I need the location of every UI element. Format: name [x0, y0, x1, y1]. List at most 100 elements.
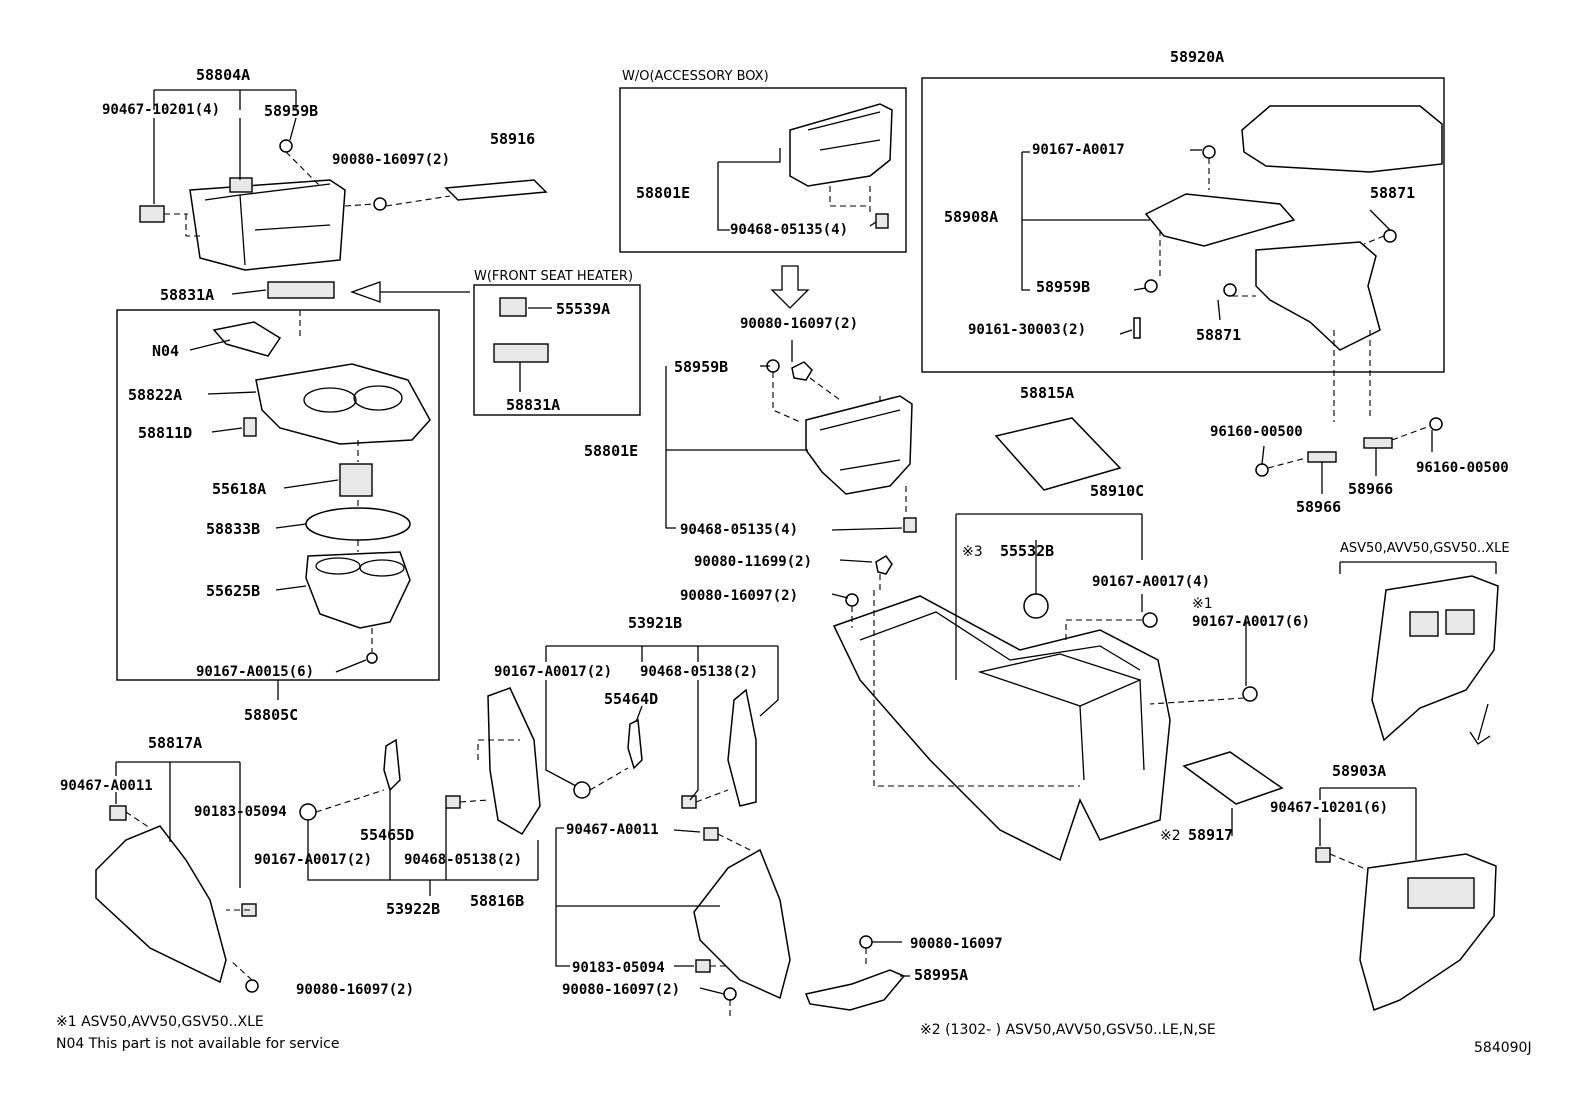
clip-58811d-part — [243, 417, 257, 437]
label-mark1: ※1 — [1192, 596, 1213, 612]
side-cover-58817a-part — [95, 805, 259, 993]
label-xle-caption: ASV50,AVV50,GSV50..XLE — [1340, 541, 1510, 556]
cup-holder-55625b-part — [305, 551, 411, 629]
label-90167-A0015-6: 90167-A0015(6) — [196, 664, 314, 680]
label-90467-A0011-a: 90467-A0011 — [60, 778, 153, 794]
mat-58917-part — [1182, 751, 1284, 805]
label-58908A: 58908A — [944, 208, 998, 226]
label-90467-A0011-b: 90467-A0011 — [566, 822, 659, 838]
label-58959B-c: 58959B — [674, 358, 728, 376]
label-90080-16097-2-a: 90080-16097(2) — [332, 152, 450, 168]
cup-holder-surround-part — [255, 363, 431, 445]
label-58822A: 58822A — [128, 386, 182, 404]
screw-90167-a0017-part — [1202, 145, 1216, 159]
label-90468-05135-4-a: 90468-05135(4) — [730, 222, 848, 238]
label-58801E-a: 58801E — [636, 184, 690, 202]
rear-vent-xle-part — [1371, 575, 1499, 745]
label-55539A: 55539A — [556, 300, 610, 318]
screw-90161-part — [1133, 317, 1141, 339]
trim-53922b-part — [299, 687, 541, 836]
heater-bezel-58831a-part — [493, 343, 549, 363]
clip-58959b-part — [1144, 279, 1158, 293]
label-90467-10201-4: 90467-10201(4) — [102, 102, 220, 118]
cup-insert-55618a-part — [339, 463, 373, 497]
bracket-58995a-part — [804, 935, 906, 1011]
label-58805C: 58805C — [244, 706, 298, 724]
label-N04: N04 — [152, 342, 179, 360]
arrow-left — [350, 281, 470, 303]
cup-mat-58833b-part — [305, 507, 411, 541]
label-58816B: 58816B — [470, 892, 524, 910]
label-90468-05138-2-b: 90468-05138(2) — [404, 852, 522, 868]
label-55464D: 55464D — [604, 690, 658, 708]
label-90167-A0017-6: 90167-A0017(6) — [1192, 614, 1310, 630]
heater-switch-55539a-part — [499, 297, 527, 317]
label-58917: 58917 — [1188, 826, 1233, 844]
cup-holder-group-box — [116, 309, 440, 681]
label-58831A-a: 58831A — [160, 286, 214, 304]
footnote-n04: N04 This part is not available for servi… — [56, 1036, 339, 1052]
screw-90167-a0015-part — [366, 652, 378, 664]
label-90080-16097-2-d: 90080-16097(2) — [562, 982, 680, 998]
pin-58966-a-part — [1307, 451, 1337, 463]
accessory-box-frame — [619, 87, 907, 253]
label-58801E-b: 58801E — [584, 442, 638, 460]
label-90167-A0017-2-a: 90167-A0017(2) — [494, 664, 612, 680]
pin-58966-b-part — [1363, 437, 1393, 449]
label-58871-a: 58871 — [1370, 184, 1415, 202]
label-58920A: 58920A — [1170, 48, 1224, 66]
label-58817A: 58817A — [148, 734, 202, 752]
hinge-58908a-part — [1144, 193, 1296, 247]
label-96160-00500-a: 96160-00500 — [1210, 424, 1303, 440]
arrow-down — [770, 265, 810, 309]
label-58959B-a: 58959B — [264, 102, 318, 120]
label-58833B: 58833B — [206, 520, 260, 538]
label-90080-11699-2: 90080-11699(2) — [694, 554, 812, 570]
label-mark2: ※2 — [1160, 828, 1181, 844]
side-cover-58816b-part — [693, 827, 791, 1020]
label-96160-00500-b: 96160-00500 — [1416, 460, 1509, 476]
front-seat-heater-box — [473, 284, 641, 416]
armrest-lid-part — [1241, 105, 1443, 173]
n04-cover-part — [212, 321, 282, 357]
trim-53921b-part — [573, 688, 757, 809]
label-wo-accessory-box: W/O(ACCESSORY BOX) — [622, 69, 769, 84]
label-58831A-b: 58831A — [506, 396, 560, 414]
label-90183-05094-a: 90183-05094 — [194, 804, 287, 820]
label-58815A: 58815A — [1020, 384, 1074, 402]
rear-panel-58903a-part — [1315, 847, 1497, 1011]
diagram-code: 584090J — [1474, 1040, 1532, 1056]
label-58910C: 58910C — [1090, 482, 1144, 500]
accessory-box-58801e-part-b — [766, 359, 917, 533]
mat-58815a-part — [994, 417, 1122, 491]
label-mark3: ※3 — [962, 544, 983, 560]
label-58959B-b: 58959B — [1036, 278, 1090, 296]
label-90167-A0017: 90167-A0017 — [1032, 142, 1125, 158]
label-90080-16097-2-e: 90080-16097(2) — [296, 982, 414, 998]
label-55625B: 55625B — [206, 582, 260, 600]
console-box-58910c-part — [832, 555, 1258, 862]
label-55465D: 55465D — [360, 826, 414, 844]
pad-58916-part — [444, 179, 548, 201]
label-90161-30003-2: 90161-30003(2) — [968, 322, 1086, 338]
label-58811D: 58811D — [138, 424, 192, 442]
bezel-58831a-part — [267, 281, 335, 299]
label-58871-b: 58871 — [1196, 326, 1241, 344]
label-58916: 58916 — [490, 130, 535, 148]
label-58966-a: 58966 — [1296, 498, 1341, 516]
label-55618A: 55618A — [212, 480, 266, 498]
label-53921B: 53921B — [628, 614, 682, 632]
armrest-group-box — [921, 77, 1445, 373]
label-55532B: 55532B — [1000, 542, 1054, 560]
footnote-2: ※2 (1302- ) ASV50,AVV50,GSV50..LE,N,SE — [920, 1022, 1216, 1038]
label-90183-05094-b: 90183-05094 — [572, 960, 665, 976]
label-90468-05138-2-a: 90468-05138(2) — [640, 664, 758, 680]
label-90080-16097-2-b: 90080-16097(2) — [740, 316, 858, 332]
ring-96160-b-part — [1429, 417, 1443, 431]
label-90167-A0017-4: 90167-A0017(4) — [1092, 574, 1210, 590]
label-90167-A0017-2-b: 90167-A0017(2) — [254, 852, 372, 868]
label-90467-10201-6: 90467-10201(6) — [1270, 800, 1388, 816]
label-58903A: 58903A — [1332, 762, 1386, 780]
shift-console-upper-part — [139, 139, 451, 271]
